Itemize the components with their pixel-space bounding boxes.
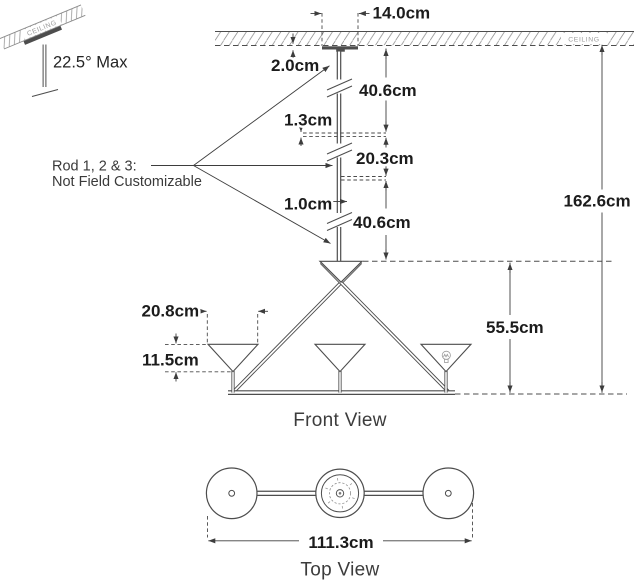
overall-width-label: 111.3cm	[308, 533, 373, 552]
sloped-canopy	[23, 25, 63, 45]
canopy-plate	[322, 46, 358, 50]
leader-rod-1	[193, 65, 330, 166]
rod-note: Rod 1, 2 & 3: Not Field Customizable	[52, 65, 333, 244]
top-shade-left-center	[228, 489, 236, 497]
max-angle-label: 22.5° Max	[53, 54, 128, 72]
top-view: 111.3cm Top View	[205, 467, 475, 581]
leader-rod-3	[193, 165, 331, 244]
canopy-width-label: 14.0cm	[373, 4, 431, 23]
hanging-rod	[303, 51, 386, 262]
rod3-length-label: 40.6cm	[353, 213, 411, 232]
dim-canopy-width: 14.0cm	[310, 1, 433, 46]
top-cone	[318, 260, 364, 284]
shade-right	[419, 343, 473, 373]
dim-shade-height: 11.5cm	[140, 333, 231, 382]
dim-coupling-1: 1.3cm	[282, 108, 335, 146]
rod-break-2	[326, 142, 353, 162]
shade-center	[313, 343, 367, 373]
top-shade-right-center	[444, 489, 452, 497]
dim-rod-column: 40.6cm 20.3cm 40.6cm	[351, 48, 419, 260]
rod1-length-label: 40.6cm	[359, 81, 417, 100]
bulb-icon	[441, 350, 451, 363]
dim-coupling-2: 1.0cm	[282, 192, 347, 216]
rod-note-line1: Rod 1, 2 & 3:	[52, 159, 137, 175]
top-center-hub	[315, 468, 365, 519]
ceiling-label: CEILING	[568, 37, 599, 44]
coupling1-label: 1.3cm	[284, 111, 332, 130]
shade-diameter-label: 20.8cm	[142, 302, 200, 321]
ceiling-hatch	[215, 32, 634, 46]
top-view-title: Top View	[300, 560, 379, 581]
canopy	[322, 46, 358, 52]
dim-overall-width: 111.3cm	[207, 503, 473, 555]
rod-note-line2: Not Field Customizable	[52, 174, 202, 190]
body-height-label: 55.5cm	[486, 318, 544, 337]
front-view-title: Front View	[293, 410, 386, 431]
rod-break-1	[326, 78, 353, 98]
overall-height-label: 162.6cm	[564, 192, 631, 211]
dim-shade-diameter: 20.8cm	[139, 299, 268, 344]
rod-break-3	[326, 212, 353, 231]
canopy-height-label: 2.0cm	[271, 56, 319, 75]
dim-overall-height: 162.6cm	[561, 44, 633, 393]
ceiling-band: CEILING	[215, 31, 634, 46]
rod2-length-label: 20.3cm	[356, 149, 414, 168]
rod-coupling-2	[341, 176, 386, 181]
rod-break-slash	[31, 88, 59, 98]
dim-canopy-height: 2.0cm	[269, 33, 322, 78]
sloped-ceiling-icon: CEILING 22.5° Max	[0, 4, 128, 98]
rod-coupling-1	[303, 132, 386, 138]
hub-engraving	[325, 478, 355, 509]
canopy-stem	[336, 49, 345, 52]
chandelier-body	[206, 260, 473, 396]
dim-body-height: 55.5cm	[484, 262, 546, 393]
shade-height-label: 11.5cm	[142, 351, 199, 370]
shade-left	[206, 343, 260, 373]
coupling2-label: 1.0cm	[284, 195, 332, 214]
